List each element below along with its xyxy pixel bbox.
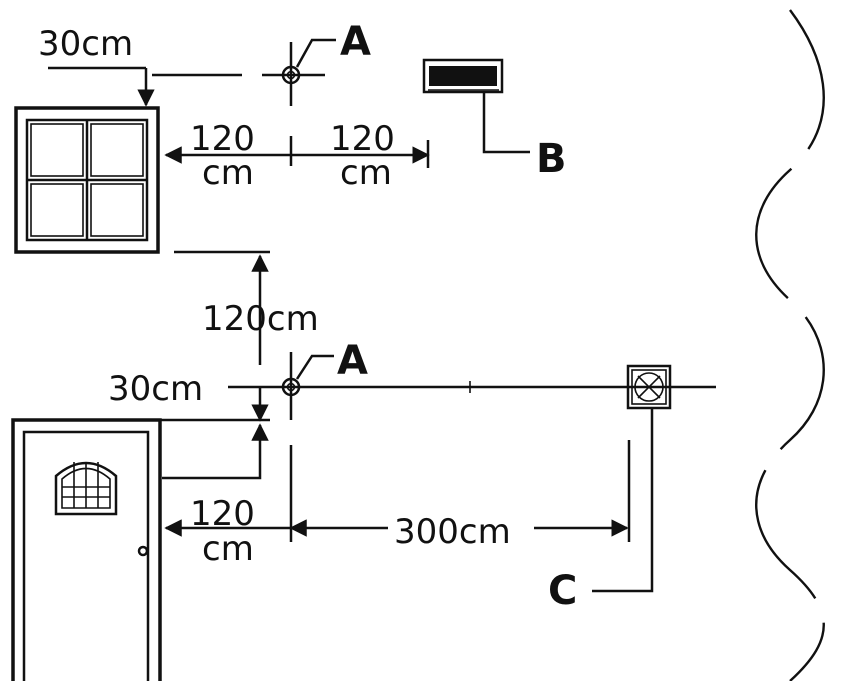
callout-a-top: A	[340, 19, 371, 65]
top-offset-dimension: 30cm	[38, 24, 242, 107]
door-offset-label: 30cm	[108, 369, 203, 409]
break-line	[755, 9, 825, 681]
sensor-a-top: A	[262, 19, 371, 106]
sensor-a-bottom: A	[281, 338, 368, 420]
wall-unit-b: B	[422, 58, 567, 182]
vertical-gap-dimension: 120cm	[174, 250, 319, 365]
unit-gap-dimension: 120 cm	[291, 119, 430, 193]
window-gap-unit: cm	[202, 153, 254, 193]
top-offset-label: 30cm	[38, 24, 133, 64]
window	[14, 106, 160, 254]
fan-gap-label: 300cm	[394, 512, 511, 552]
callout-a-bottom: A	[337, 338, 368, 384]
door	[11, 418, 269, 681]
callout-c: C	[548, 568, 577, 614]
door-gap-unit: cm	[202, 529, 254, 569]
callout-b: B	[536, 136, 567, 182]
unit-gap-value: 120	[330, 119, 395, 159]
door-window	[54, 461, 118, 516]
fan-gap-dimension: 300cm	[289, 440, 631, 552]
exhaust-fan-c: C	[548, 364, 672, 614]
door-gap-dimension: 120 cm	[164, 445, 293, 569]
door-gap-value: 120	[190, 494, 255, 534]
vertical-gap-label: 120cm	[202, 299, 319, 339]
window-gap-dimension: 120 cm	[164, 119, 293, 193]
window-gap-value: 120	[190, 119, 255, 159]
unit-gap-unit: cm	[340, 153, 392, 193]
main-pipe-line: 30cm	[108, 369, 716, 422]
